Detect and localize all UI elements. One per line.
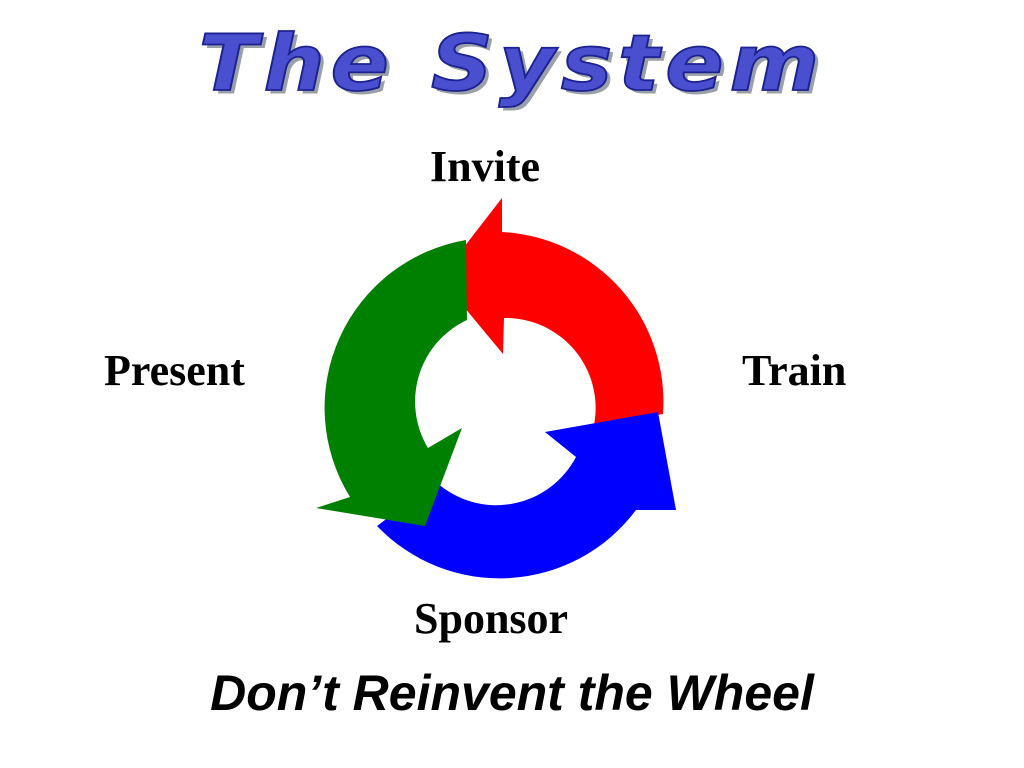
cycle-label-invite: Invite [430,142,540,191]
green-arrow [316,240,467,526]
red-arrow [440,198,664,425]
slide-title: The System [198,18,826,110]
cycle-label-train: Train [742,346,847,395]
blue-arrow [377,412,676,579]
cycle-label-present: Present [104,346,245,395]
cycle-label-sponsor: Sponsor [414,594,569,643]
tagline: Don’t Reinvent the Wheel [210,665,814,721]
